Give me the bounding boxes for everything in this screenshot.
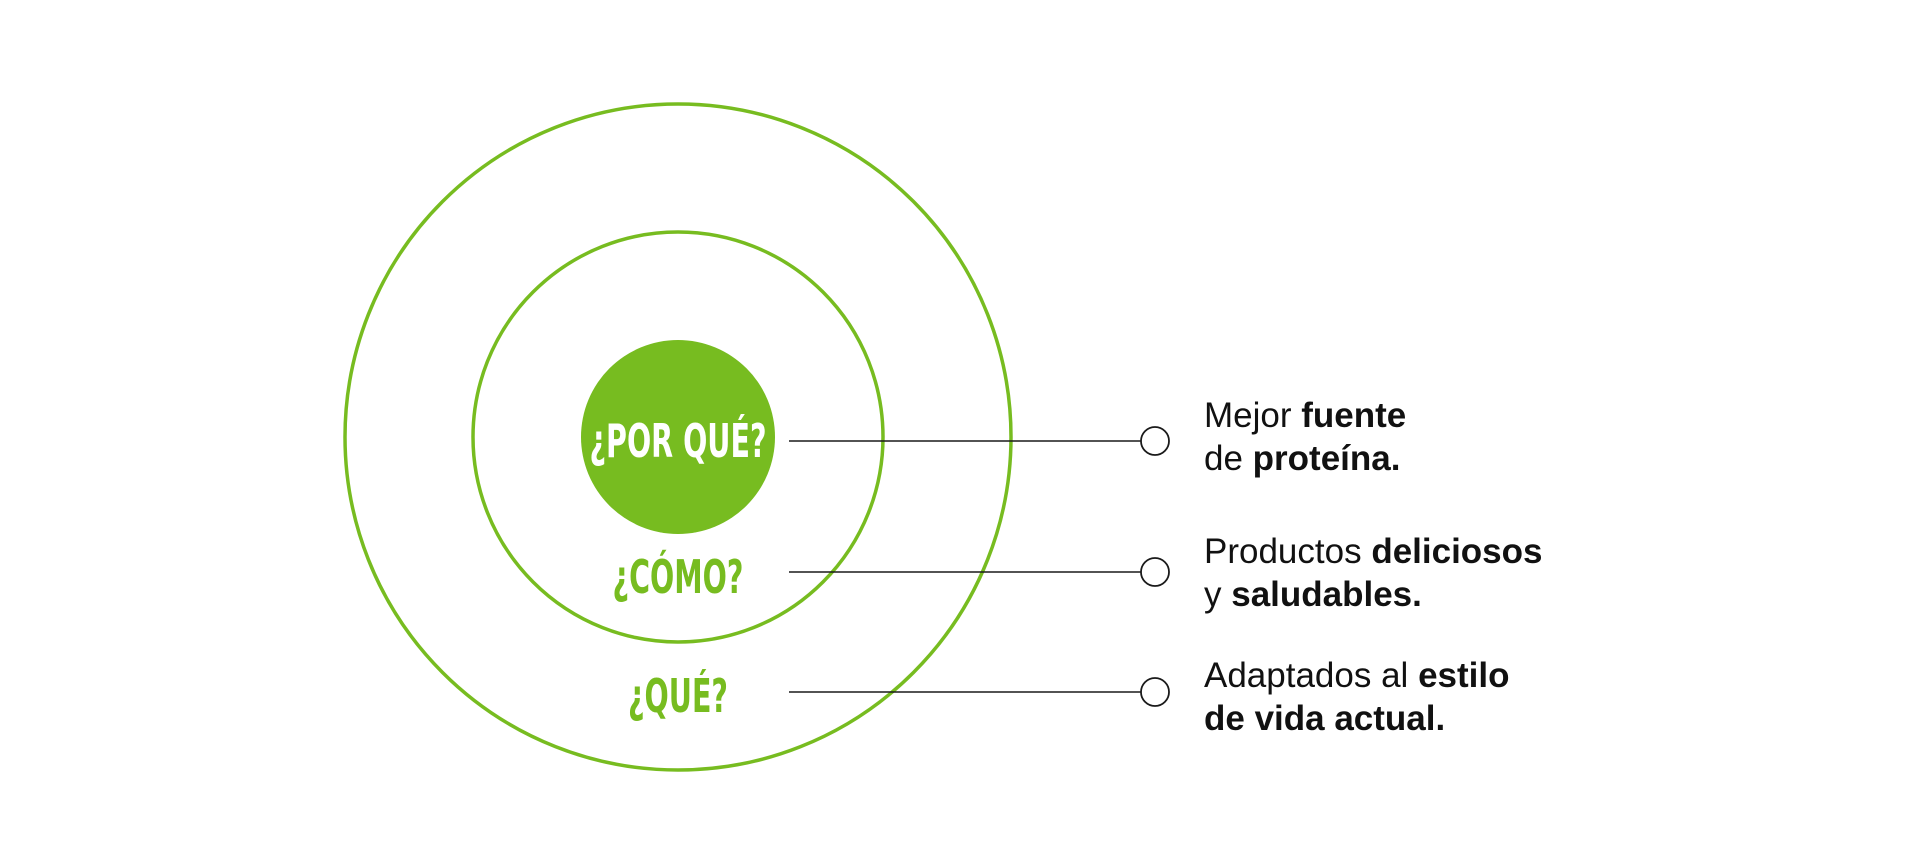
item-text-plain: de	[1204, 439, 1253, 478]
item-text-bold: proteína.	[1252, 439, 1401, 478]
item-line-2: y saludables.	[1204, 573, 1542, 616]
label-por-que: ¿POR QUÉ?	[590, 413, 767, 469]
item-text-bold: estilo	[1418, 656, 1510, 695]
item-text-what: Adaptados al estilo de vida actual.	[1204, 654, 1509, 740]
item-line-1: Adaptados al estilo	[1204, 654, 1509, 697]
item-text-plain: Adaptados al	[1204, 656, 1419, 695]
item-line-2: de vida actual.	[1204, 697, 1509, 740]
middle-circle	[471, 230, 885, 644]
connector-dot-how	[1140, 557, 1170, 587]
item-text-bold: deliciosos	[1371, 532, 1543, 571]
label-que: ¿QUÉ?	[628, 668, 728, 724]
item-text-bold: saludables.	[1231, 575, 1422, 614]
item-text-plain: Productos	[1204, 532, 1372, 571]
item-text-why: Mejor fuente de proteína.	[1204, 394, 1406, 480]
item-text-how: Productos deliciosos y saludables.	[1204, 530, 1542, 616]
connector-dot-what	[1140, 677, 1170, 707]
item-line-2: de proteína.	[1204, 437, 1406, 480]
item-text-bold: fuente	[1301, 396, 1407, 435]
connector-dot-why	[1140, 426, 1170, 456]
item-line-1: Productos deliciosos	[1204, 530, 1542, 573]
outer-circle	[343, 102, 1013, 772]
item-text-plain: Mejor	[1204, 396, 1302, 435]
item-text-bold: de vida actual.	[1204, 699, 1446, 738]
label-como: ¿CÓMO?	[613, 549, 744, 605]
item-line-1: Mejor fuente	[1204, 394, 1406, 437]
item-text-plain: y	[1204, 575, 1232, 614]
inner-circle	[581, 340, 775, 534]
